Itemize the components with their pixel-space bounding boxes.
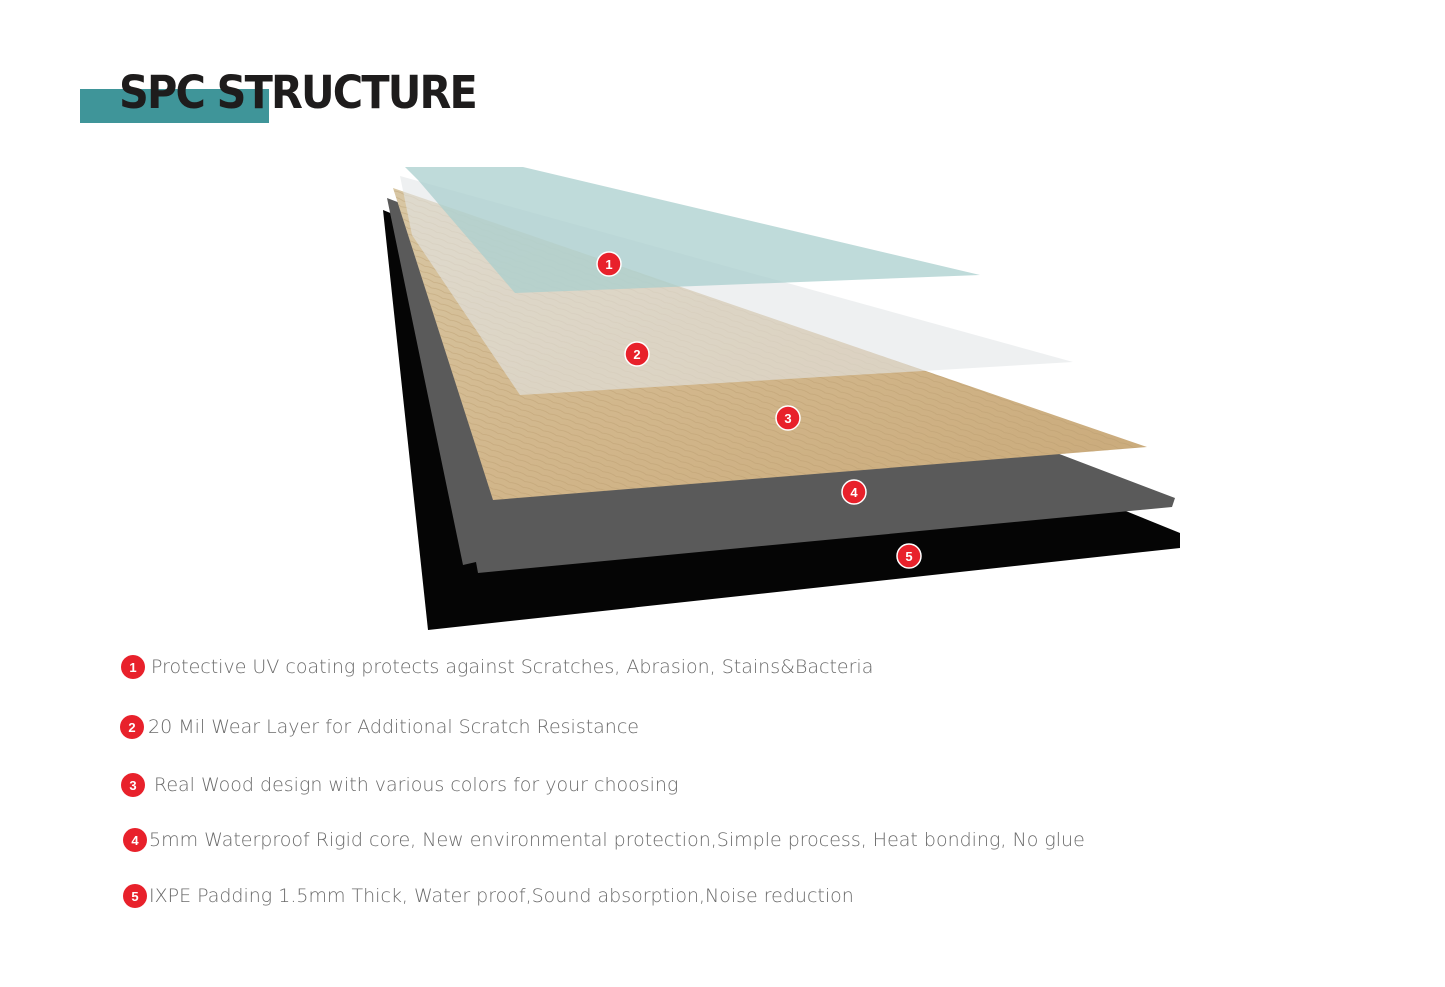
- number-badge: 5: [123, 884, 147, 908]
- feature-text: IXPE Padding 1.5mm Thick, Water proof,So…: [149, 885, 854, 907]
- title-accent-bar: [80, 89, 269, 123]
- feature-item-1: 1 Protective UV coating protects against…: [121, 655, 873, 679]
- feature-item-4: 4 5mm Waterproof Rigid core, New environ…: [123, 828, 1085, 852]
- feature-item-5: 5 IXPE Padding 1.5mm Thick, Water proof,…: [123, 884, 854, 908]
- svg-text:5: 5: [905, 549, 912, 564]
- uv-coating-layer: [405, 167, 980, 293]
- diagram-badge-5: 5: [896, 543, 922, 569]
- svg-text:2: 2: [633, 347, 640, 362]
- page-title: SPC STRUCTURE: [119, 66, 478, 119]
- diagram-badge-4: 4: [841, 479, 867, 505]
- feature-text: 20 Mil Wear Layer for Additional Scratch…: [148, 716, 639, 738]
- feature-text: 5mm Waterproof Rigid core, New environme…: [149, 829, 1085, 851]
- svg-text:1: 1: [605, 257, 612, 272]
- number-badge: 4: [123, 828, 147, 852]
- diagram-badge-2: 2: [624, 341, 650, 367]
- number-badge: 2: [120, 715, 144, 739]
- diagram-badge-1: 1: [596, 251, 622, 277]
- diagram-badge-3: 3: [775, 405, 801, 431]
- feature-text: Protective UV coating protects against S…: [151, 656, 874, 678]
- feature-item-3: 3 Real Wood design with various colors f…: [121, 773, 678, 797]
- svg-text:4: 4: [850, 485, 858, 500]
- number-badge: 1: [121, 655, 145, 679]
- feature-item-2: 2 20 Mil Wear Layer for Additional Scrat…: [120, 715, 639, 739]
- svg-text:3: 3: [784, 411, 791, 426]
- number-badge: 3: [121, 773, 145, 797]
- feature-text: Real Wood design with various colors for…: [154, 774, 679, 796]
